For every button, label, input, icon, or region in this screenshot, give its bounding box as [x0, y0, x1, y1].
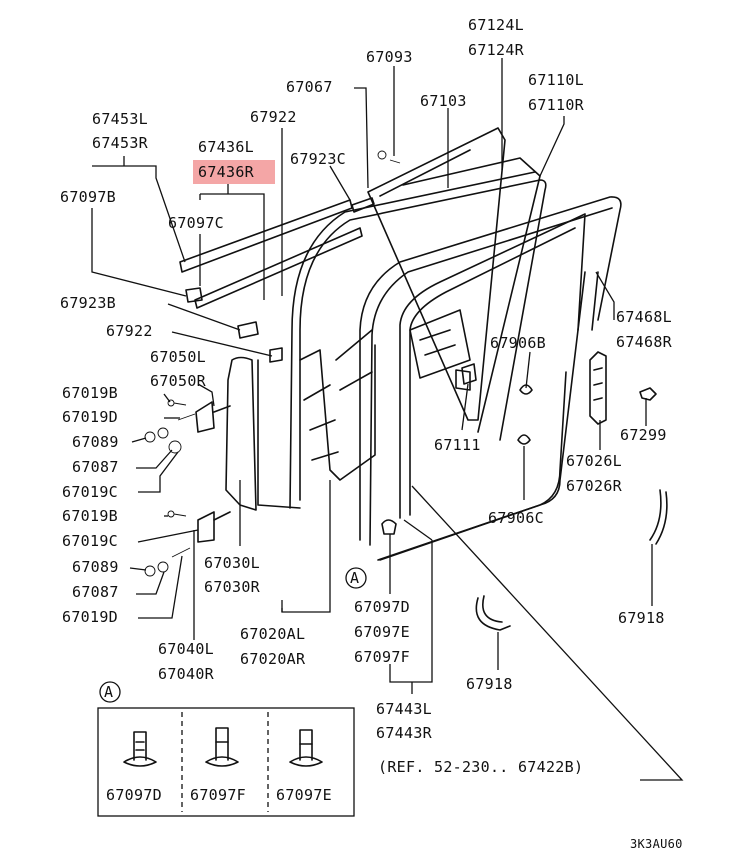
label-67019C-top[interactable]: 67019C	[62, 483, 118, 501]
label-67040R[interactable]: 67040R	[158, 665, 215, 683]
label-67097C[interactable]: 67097C	[168, 214, 224, 232]
label-67019D-bottom[interactable]: 67019D	[62, 608, 118, 626]
inset-label-67097F[interactable]: 67097F	[190, 786, 246, 804]
label-67067[interactable]: 67067	[286, 78, 333, 96]
label-67019C-bottom[interactable]: 67019C	[62, 532, 118, 550]
label-67468R[interactable]: 67468R	[616, 333, 673, 351]
label-67436L[interactable]: 67436L	[198, 138, 254, 156]
inset-label-67097E[interactable]: 67097E	[276, 786, 332, 804]
label-67026R[interactable]: 67026R	[566, 477, 623, 495]
clip-inset	[97, 707, 355, 817]
label-67089-top[interactable]: 67089	[72, 433, 119, 451]
door-drawing	[144, 127, 668, 631]
label-67020AR[interactable]: 67020AR	[240, 650, 306, 668]
label-67097B[interactable]: 67097B	[60, 188, 116, 206]
label-67436R[interactable]: 67436R	[198, 163, 255, 181]
part-labels: 67453L 67453R 67097B 67436L 67436R 67097…	[60, 16, 683, 851]
label-67110R[interactable]: 67110R	[528, 96, 585, 114]
label-67922-upper[interactable]: 67922	[250, 108, 297, 126]
label-67124R[interactable]: 67124R	[468, 41, 525, 59]
label-67299[interactable]: 67299	[620, 426, 667, 444]
label-67030R[interactable]: 67030R	[204, 578, 261, 596]
marker-a-circle-2	[99, 681, 121, 703]
label-67443R[interactable]: 67443R	[376, 724, 433, 742]
label-67050L[interactable]: 67050L	[150, 348, 206, 366]
label-67019D-top[interactable]: 67019D	[62, 408, 118, 426]
label-67110L[interactable]: 67110L	[528, 71, 584, 89]
label-67026L[interactable]: 67026L	[566, 452, 622, 470]
label-67918-lower[interactable]: 67918	[466, 675, 513, 693]
label-67089-bottom[interactable]: 67089	[72, 558, 119, 576]
selected-part-highlight	[193, 160, 275, 184]
label-67019B-top[interactable]: 67019B	[62, 384, 118, 402]
label-67468L[interactable]: 67468L	[616, 308, 672, 326]
label-67097D[interactable]: 67097D	[354, 598, 410, 616]
label-67087-top[interactable]: 67087	[72, 458, 119, 476]
label-67111[interactable]: 67111	[434, 436, 481, 454]
marker-a-circle-1	[345, 567, 367, 589]
label-67103[interactable]: 67103	[420, 92, 467, 110]
label-67922-lower[interactable]: 67922	[106, 322, 153, 340]
label-67040L[interactable]: 67040L	[158, 640, 214, 658]
label-67097F[interactable]: 67097F	[354, 648, 410, 666]
label-67020AL[interactable]: 67020AL	[240, 625, 305, 643]
diagram-code: 3K3AU60	[630, 837, 683, 851]
marker-a-1: A	[350, 569, 359, 587]
inset-label-67097D[interactable]: 67097D	[106, 786, 162, 804]
label-67906B[interactable]: 67906B	[490, 334, 546, 352]
label-67453R[interactable]: 67453R	[92, 134, 149, 152]
label-67087-bottom[interactable]: 67087	[72, 583, 119, 601]
label-67443L[interactable]: 67443L	[376, 700, 432, 718]
label-67918-right[interactable]: 67918	[618, 609, 665, 627]
label-67093[interactable]: 67093	[366, 48, 413, 66]
label-67097E[interactable]: 67097E	[354, 623, 410, 641]
label-67923C[interactable]: 67923C	[290, 150, 346, 168]
label-67124L[interactable]: 67124L	[468, 16, 524, 34]
label-67019B-bottom[interactable]: 67019B	[62, 507, 118, 525]
label-67050R[interactable]: 67050R	[150, 372, 207, 390]
label-67030L[interactable]: 67030L	[204, 554, 260, 572]
reference-note: (REF. 52-230.. 67422B)	[378, 758, 583, 776]
marker-a-2: A	[104, 683, 113, 701]
label-67906C[interactable]: 67906C	[488, 509, 544, 527]
label-67923B[interactable]: 67923B	[60, 294, 116, 312]
leader-lines	[91, 58, 684, 781]
label-67453L[interactable]: 67453L	[92, 110, 148, 128]
